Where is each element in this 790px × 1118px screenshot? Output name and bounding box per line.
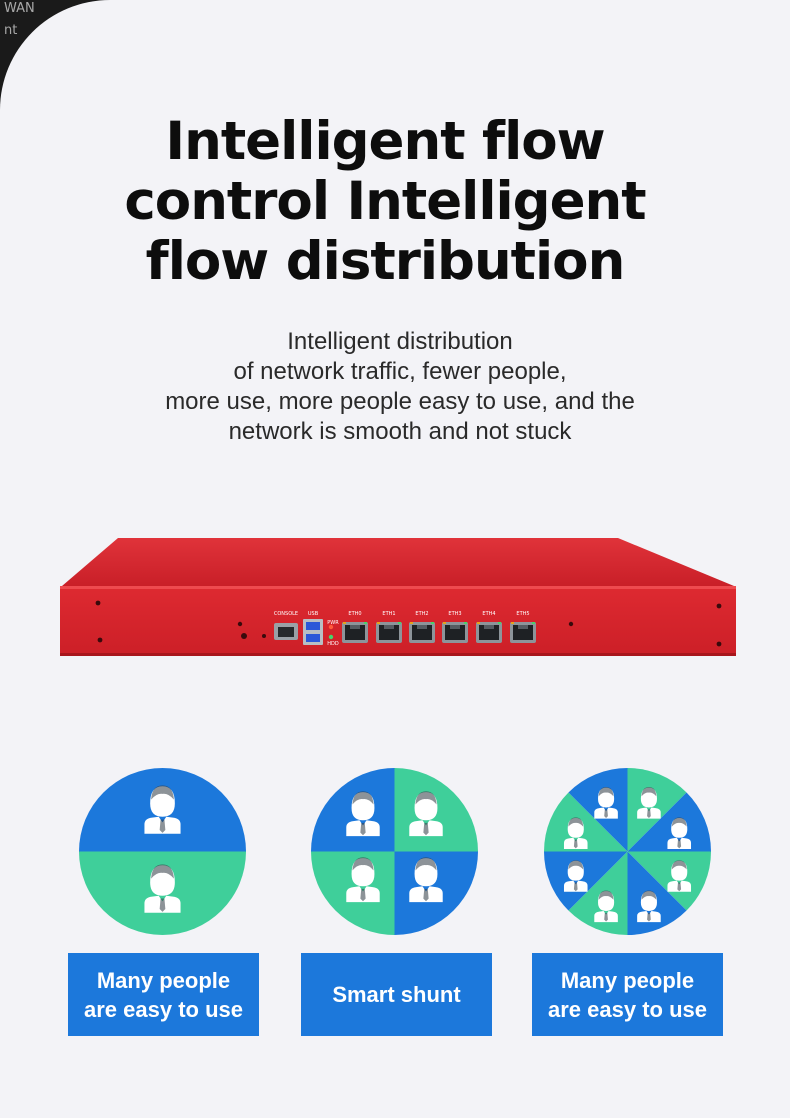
port-label: CONSOLE xyxy=(274,611,298,617)
headline-line-3: flow distribution xyxy=(145,231,626,292)
corner-text-1: WAN xyxy=(4,1,35,16)
ethernet-port xyxy=(342,622,368,643)
ethernet-port xyxy=(376,622,402,643)
headline-line-2: control Intelligent xyxy=(124,171,646,232)
user-icon xyxy=(409,791,443,837)
circle-segment xyxy=(627,851,711,911)
circle-segment xyxy=(544,792,628,852)
user-icon xyxy=(144,864,181,913)
ethernet-port xyxy=(442,622,468,643)
headline: Intelligent flow control Intelligent flo… xyxy=(95,112,675,292)
user-icon xyxy=(637,787,661,819)
two-segment-user-circle xyxy=(79,768,246,935)
ethernet-port xyxy=(476,622,502,643)
circle-segment xyxy=(544,851,628,911)
subtitle-line-4: network is smooth and not stuck xyxy=(228,418,572,445)
user-icon xyxy=(346,857,380,903)
user-icon xyxy=(144,785,181,834)
feature-label-many-people-2: Many people are easy to use xyxy=(532,953,723,1036)
corner-text-2: nt xyxy=(4,23,18,38)
user-icon xyxy=(667,817,692,849)
subtitle: Intelligent distribution of network traf… xyxy=(110,327,690,447)
user-icon xyxy=(346,791,380,837)
subtitle-line-3: more use, more people easy to use, and t… xyxy=(165,388,635,415)
eight-segment-user-circle xyxy=(544,768,711,935)
user-icon xyxy=(563,860,588,892)
ethernet-port xyxy=(409,622,435,643)
feature-3-line-2: are easy to use xyxy=(548,996,707,1022)
port-label: USB xyxy=(308,611,319,617)
user-icon xyxy=(409,857,443,903)
port-label: ETH0 xyxy=(348,611,361,617)
user-icon xyxy=(667,860,692,892)
user-icon xyxy=(563,817,588,849)
circle-segment xyxy=(627,792,711,852)
led-label: HDD xyxy=(327,641,339,647)
subtitle-line-1: Intelligent distribution xyxy=(287,328,513,355)
four-segment-user-circle xyxy=(311,768,478,935)
port-label: ETH4 xyxy=(482,611,495,617)
user-icon xyxy=(594,890,618,923)
feature-2-line-1: Smart shunt xyxy=(332,982,461,1007)
user-icon xyxy=(637,890,661,923)
port-label: ETH3 xyxy=(448,611,461,617)
subtitle-line-2: of network traffic, fewer people, xyxy=(233,358,567,385)
feature-label-smart-shunt: Smart shunt xyxy=(301,953,492,1036)
feature-label-many-people-1: Many people are easy to use xyxy=(68,953,259,1036)
led-label: PWR xyxy=(327,620,339,626)
feature-3-line-1: Many people xyxy=(560,967,695,993)
port-label: ETH2 xyxy=(415,611,428,617)
feature-1-line-2: are easy to use xyxy=(84,996,243,1022)
port-label: ETH5 xyxy=(516,611,529,617)
ethernet-port xyxy=(510,622,536,643)
device-top-panel xyxy=(62,538,734,586)
device-front-panel xyxy=(60,586,736,656)
port-label: ETH1 xyxy=(382,611,395,617)
headline-line-1: Intelligent flow xyxy=(165,111,605,172)
hdd-led xyxy=(328,634,334,640)
feature-1-line-1: Many people xyxy=(96,967,231,993)
pwr-led xyxy=(328,624,334,630)
user-icon xyxy=(594,787,618,819)
